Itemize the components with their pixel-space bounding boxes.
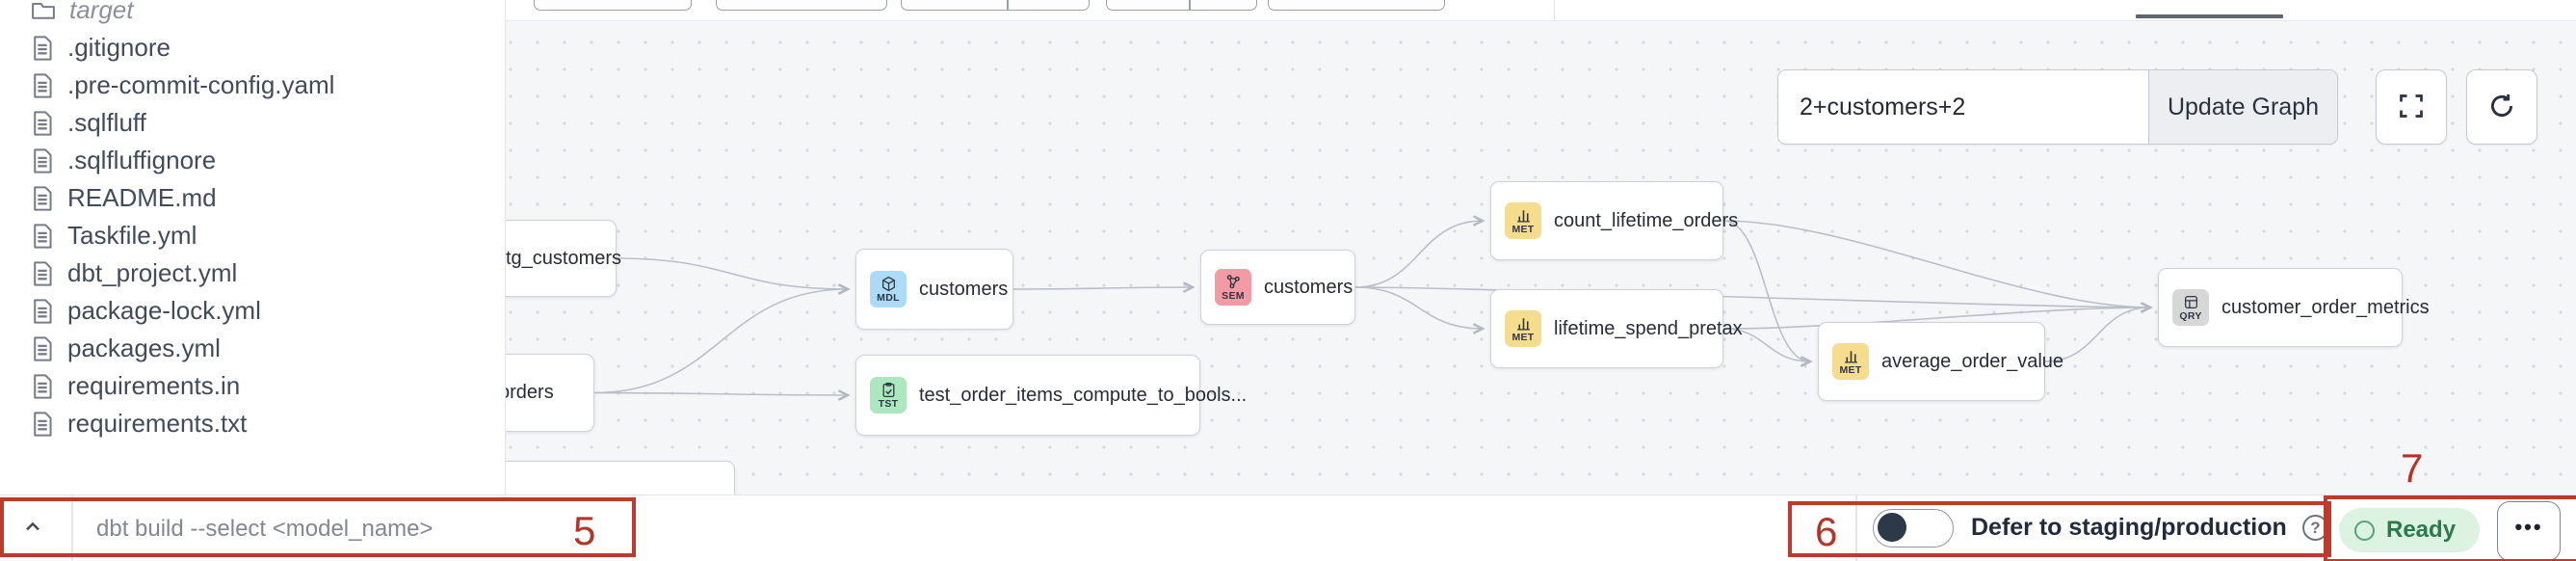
graph-node-customers_model[interactable]: MDL customers bbox=[855, 249, 1013, 330]
sidebar-file-item[interactable]: .pre-commit-config.yaml bbox=[0, 67, 505, 104]
sidebar-item-target-folder[interactable]: target bbox=[0, 0, 505, 29]
sidebar-file-item[interactable]: requirements.in bbox=[0, 367, 505, 405]
saved-query-icon bbox=[2183, 294, 2199, 310]
command-bar-divider bbox=[71, 495, 73, 561]
file-icon bbox=[30, 223, 55, 250]
sidebar-file-item[interactable]: .sqlfluff bbox=[0, 104, 505, 142]
file-icon bbox=[30, 411, 55, 438]
button-group-divider bbox=[1189, 0, 1191, 10]
metric-bar-chart-icon bbox=[1515, 315, 1532, 332]
sidebar-file-item[interactable]: Taskfile.yml bbox=[0, 217, 505, 254]
semantic-model-icon bbox=[1225, 274, 1242, 290]
sidebar-item-label: requirements.txt bbox=[67, 409, 248, 438]
active-tab-underline bbox=[2136, 14, 2283, 18]
sidebar-item-label: requirements.in bbox=[67, 371, 241, 400]
defer-toggle-knob bbox=[1878, 513, 1906, 542]
fullscreen-icon bbox=[2397, 92, 2426, 123]
sidebar-file-item[interactable]: packages.yml bbox=[0, 330, 505, 367]
status-circle-icon bbox=[2354, 520, 2375, 541]
command-bar: dbt build --select <model_name> bbox=[0, 494, 2576, 561]
graph-node-customers_semantic[interactable]: SEM customers bbox=[1200, 250, 1355, 325]
file-icon bbox=[30, 147, 55, 174]
more-options-button[interactable]: ••• bbox=[2497, 501, 2561, 561]
sidebar-item-label: packages.yml bbox=[67, 334, 221, 362]
sidebar-file-item[interactable]: .gitignore bbox=[0, 29, 505, 67]
defer-toggle[interactable] bbox=[1873, 509, 1954, 548]
model-selector-input[interactable] bbox=[1778, 70, 2148, 144]
cut-off-button[interactable] bbox=[534, 0, 692, 11]
file-icon bbox=[30, 335, 55, 362]
top-strip bbox=[0, 0, 2576, 21]
file-icon bbox=[30, 110, 55, 137]
panel-divider bbox=[1554, 0, 1555, 20]
cut-off-button[interactable] bbox=[716, 0, 887, 11]
cut-off-button-group[interactable] bbox=[1106, 0, 1257, 11]
graph-node-lifetime_spend_pretax[interactable]: MET lifetime_spend_pretax bbox=[1490, 289, 1743, 368]
sidebar-item-label: .pre-commit-config.yaml bbox=[67, 70, 335, 99]
defer-toggle-label: Defer to staging/production bbox=[1971, 514, 2287, 541]
graph-node-count_lifetime_orders[interactable]: MET count_lifetime_orders bbox=[1490, 181, 1738, 260]
sidebar-file-item[interactable]: README.md bbox=[0, 179, 505, 217]
node-type-badge: SEM bbox=[1215, 269, 1251, 306]
model-selector-group: Update Graph bbox=[1777, 69, 2338, 145]
metric-bar-chart-icon bbox=[1843, 348, 1859, 364]
node-type-badge: MET bbox=[1505, 202, 1541, 239]
status-badge[interactable]: Ready bbox=[2339, 508, 2480, 552]
graph-node-customer_order_metrics[interactable]: QRY customer_order_metrics bbox=[2158, 268, 2430, 347]
file-icon bbox=[30, 35, 55, 62]
sidebar-item-label: .sqlfluffignore bbox=[67, 146, 217, 174]
test-clipboard-icon bbox=[881, 382, 897, 398]
model-cube-icon bbox=[881, 276, 897, 292]
sidebar-item-label: .gitignore bbox=[67, 33, 171, 62]
sidebar-file-item[interactable]: package-lock.yml bbox=[0, 292, 505, 330]
file-icon bbox=[30, 373, 55, 400]
sidebar-file-item[interactable]: dbt_project.yml bbox=[0, 254, 505, 292]
cut-off-button-group[interactable] bbox=[901, 0, 1090, 11]
chevron-up-icon bbox=[21, 516, 44, 542]
button-group-divider bbox=[1007, 0, 1009, 10]
graph-node-average_order_value[interactable]: MET average_order_value bbox=[1818, 322, 2063, 401]
node-type-badge: MET bbox=[1505, 310, 1541, 347]
collapse-command-bar-button[interactable] bbox=[12, 509, 54, 548]
metric-bar-chart-icon bbox=[1515, 207, 1532, 224]
node-type-badge: TST bbox=[870, 377, 907, 414]
ellipsis-icon: ••• bbox=[2514, 515, 2543, 539]
update-graph-button[interactable]: Update Graph bbox=[2148, 70, 2337, 144]
cut-off-button[interactable] bbox=[1268, 0, 1445, 11]
status-badge-label: Ready bbox=[2386, 517, 2457, 543]
node-type-badge: MDL bbox=[870, 271, 907, 307]
file-explorer-sidebar: target .gitignore .pre-commit-config.yam… bbox=[0, 0, 506, 494]
fullscreen-button[interactable] bbox=[2376, 69, 2447, 145]
refresh-button[interactable] bbox=[2466, 69, 2537, 145]
sidebar-item-label: package-lock.yml bbox=[67, 296, 261, 325]
sidebar-item-label: target bbox=[69, 0, 134, 24]
sidebar-item-label: Taskfile.yml bbox=[67, 221, 197, 250]
file-icon bbox=[30, 298, 55, 325]
node-type-badge: QRY bbox=[2172, 289, 2209, 326]
file-icon bbox=[30, 72, 55, 99]
sidebar-file-item[interactable]: requirements.txt bbox=[0, 405, 505, 442]
graph-node-test_order_items[interactable]: TST test_order_items_compute_to_bools... bbox=[855, 355, 1247, 436]
help-icon[interactable]: ? bbox=[2302, 515, 2328, 541]
node-type-badge: MET bbox=[1832, 343, 1869, 380]
command-bar-divider bbox=[1855, 495, 1857, 561]
folder-icon bbox=[30, 0, 57, 24]
file-icon bbox=[30, 185, 55, 212]
sidebar-file-item[interactable]: .sqlfluffignore bbox=[0, 142, 505, 179]
sidebar-item-label: dbt_project.yml bbox=[67, 258, 238, 287]
command-input[interactable]: dbt build --select <model_name> bbox=[96, 515, 434, 542]
sidebar-item-label: .sqlfluff bbox=[67, 108, 146, 137]
file-icon bbox=[30, 260, 55, 287]
sidebar-item-label: README.md bbox=[67, 183, 217, 212]
refresh-icon bbox=[2486, 91, 2517, 124]
